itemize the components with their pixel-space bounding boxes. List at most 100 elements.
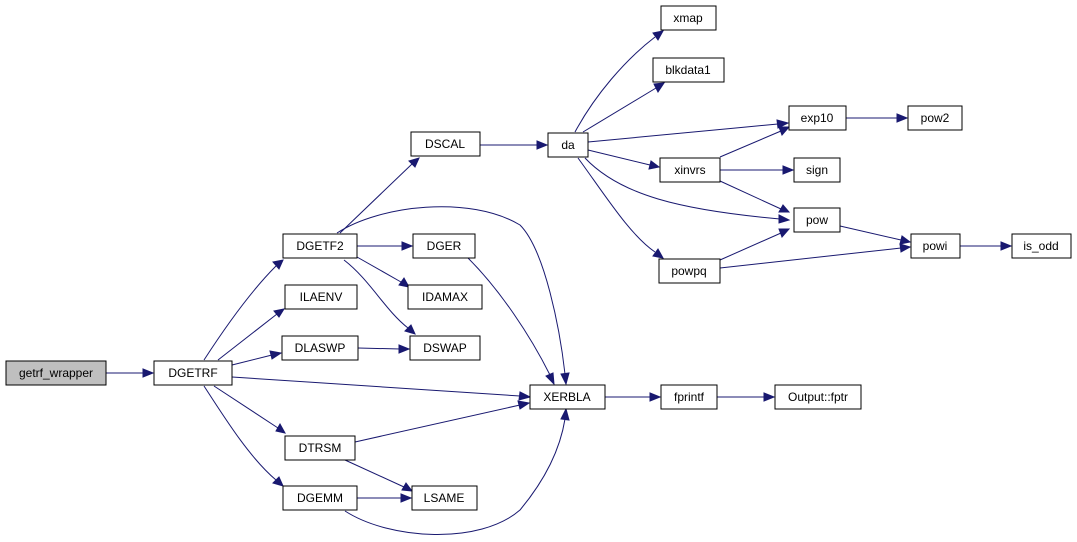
- node-fprintf[interactable]: fprintf: [660, 384, 718, 410]
- edges: [106, 30, 1013, 535]
- node-lsame[interactable]: LSAME: [411, 485, 478, 511]
- node-dgemm[interactable]: DGEMM: [282, 485, 358, 511]
- arrow-dgetrf-to-dgemm: [272, 476, 284, 487]
- node-pow2[interactable]: pow2: [907, 105, 963, 131]
- node-xmap[interactable]: xmap: [660, 5, 717, 31]
- arrow-powi-to-is-odd: [1000, 241, 1013, 251]
- node-sign[interactable]: sign: [793, 157, 841, 183]
- arrow-dgetrf-to-dlaswp: [269, 350, 283, 360]
- arrow-getrf-wrapper-to-dgetrf: [142, 368, 155, 378]
- edge-dgetrf-to-ilaenv: [217, 313, 278, 361]
- edge-pow-to-powi: [839, 225, 902, 241]
- node-label-dgemm: DGEMM: [297, 491, 343, 505]
- edge-dgetrf-to-dgemm: [203, 385, 277, 481]
- arrow-dgetf2-to-dswap: [404, 324, 416, 335]
- edge-da-to-xmap: [574, 36, 656, 133]
- arrow-da-to-xmap: [652, 30, 664, 41]
- node-label-exp10: exp10: [801, 111, 834, 125]
- node-getrf-wrapper[interactable]: getrf_wrapper: [5, 360, 107, 386]
- arrow-xinvrs-to-exp10: [778, 126, 791, 136]
- arrow-dgetrf-to-xerbla: [518, 391, 532, 401]
- arrow-dgetf2-to-idamax: [398, 277, 410, 288]
- arrow-exp10-to-pow2: [896, 113, 909, 123]
- arrow-dgetf2-to-dscal: [408, 157, 420, 168]
- node-label-getrf-wrapper: getrf_wrapper: [19, 366, 93, 380]
- edge-dger-to-xerbla: [467, 257, 551, 376]
- edge-da-to-exp10: [587, 123, 779, 143]
- node-dswap[interactable]: DSWAP: [409, 335, 481, 361]
- node-dgetf2[interactable]: DGETF2: [282, 233, 358, 259]
- node-is-odd[interactable]: is_odd: [1011, 233, 1072, 259]
- node-label-dger: DGER: [427, 239, 462, 253]
- node-label-xmap: xmap: [673, 11, 703, 25]
- node-label-dscal: DSCAL: [425, 137, 465, 151]
- node-label-dtrsm: DTRSM: [299, 441, 342, 455]
- arrow-dgetf2-to-dger: [401, 241, 414, 251]
- node-label-dlaswp: DLASWP: [295, 341, 346, 355]
- arrow-dgetrf-to-dtrsm: [275, 422, 286, 434]
- edge-dgetrf-to-xerbla: [231, 376, 521, 397]
- arrow-xerbla-to-fprintf: [649, 392, 662, 402]
- node-da[interactable]: da: [547, 132, 589, 158]
- edge-da-to-powpq: [577, 157, 656, 253]
- edge-dtrsm-to-lsame: [344, 459, 405, 488]
- arrow-da-to-pow: [778, 214, 791, 224]
- node-label-lsame: LSAME: [424, 491, 465, 505]
- arrow-da-to-blkdata1: [653, 82, 666, 93]
- edge-dgetf2-to-idamax: [356, 256, 402, 283]
- edge-dgetf2-to-dscal: [339, 163, 413, 234]
- node-label-dgetf2: DGETF2: [296, 239, 344, 253]
- node-label-fprintf: fprintf: [674, 390, 705, 404]
- arrow-dscal-to-da: [536, 140, 549, 150]
- edge-powpq-to-powi: [719, 247, 902, 269]
- node-label-pow: pow: [806, 213, 828, 227]
- arrow-dgemm-to-xerbla: [560, 407, 570, 421]
- node-label-is-odd: is_odd: [1023, 239, 1058, 253]
- arrow-powpq-to-pow: [778, 228, 791, 238]
- node-xinvrs[interactable]: xinvrs: [659, 157, 721, 183]
- node-output-fptr[interactable]: Output::fptr: [774, 384, 862, 410]
- node-label-ilaenv: ILAENV: [300, 290, 343, 304]
- node-powpq[interactable]: powpq: [658, 258, 721, 284]
- edge-da-to-pow: [584, 157, 781, 220]
- edge-dgetrf-to-dtrsm: [213, 385, 279, 429]
- node-label-blkdata1: blkdata1: [665, 63, 711, 77]
- arrow-da-to-xinvrs: [648, 160, 661, 170]
- node-dlaswp[interactable]: DLASWP: [281, 335, 359, 361]
- edge-xinvrs-to-pow: [719, 180, 782, 210]
- node-dgetrf[interactable]: DGETRF: [153, 360, 233, 386]
- node-idamax[interactable]: IDAMAX: [407, 284, 483, 310]
- edge-da-to-blkdata1: [582, 87, 657, 133]
- arrow-dlaswp-to-dswap: [398, 344, 411, 354]
- node-xerbla[interactable]: XERBLA: [529, 384, 606, 410]
- node-pow[interactable]: pow: [793, 207, 841, 233]
- arrow-fprintf-to-output-fptr: [763, 392, 776, 402]
- node-label-output-fptr: Output::fptr: [788, 390, 848, 404]
- arrow-da-to-powpq: [652, 248, 664, 259]
- arrow-dtrsm-to-xerbla: [517, 400, 531, 410]
- edge-dtrsm-to-xerbla: [354, 404, 521, 443]
- node-label-xerbla: XERBLA: [543, 390, 590, 404]
- arrow-dger-to-xerbla: [545, 372, 555, 386]
- node-label-dswap: DSWAP: [423, 341, 467, 355]
- nodes: getrf_wrapper DGETRF DGETF2 ILAENV DLASW…: [5, 5, 1072, 511]
- edge-dgetrf-to-dgetf2: [203, 265, 277, 361]
- edge-powpq-to-pow: [719, 232, 782, 261]
- node-label-da: da: [561, 138, 575, 152]
- arrow-powpq-to-powi: [899, 243, 912, 253]
- edge-dgetf2-to-xerbla: [336, 206, 566, 375]
- node-exp10[interactable]: exp10: [788, 105, 847, 131]
- node-dtrsm[interactable]: DTRSM: [284, 435, 356, 461]
- arrow-dgetf2-to-xerbla: [560, 372, 570, 386]
- edge-dgetrf-to-dlaswp: [231, 354, 273, 366]
- node-powi[interactable]: powi: [910, 233, 961, 259]
- node-ilaenv[interactable]: ILAENV: [284, 284, 358, 310]
- node-dscal[interactable]: DSCAL: [410, 131, 481, 157]
- node-blkdata1[interactable]: blkdata1: [652, 57, 725, 83]
- edge-da-to-xinvrs: [587, 149, 651, 166]
- edge-dgemm-to-xerbla: [344, 418, 566, 535]
- edge-xinvrs-to-exp10: [719, 130, 782, 158]
- node-label-pow2: pow2: [921, 111, 950, 125]
- node-dger[interactable]: DGER: [412, 233, 476, 259]
